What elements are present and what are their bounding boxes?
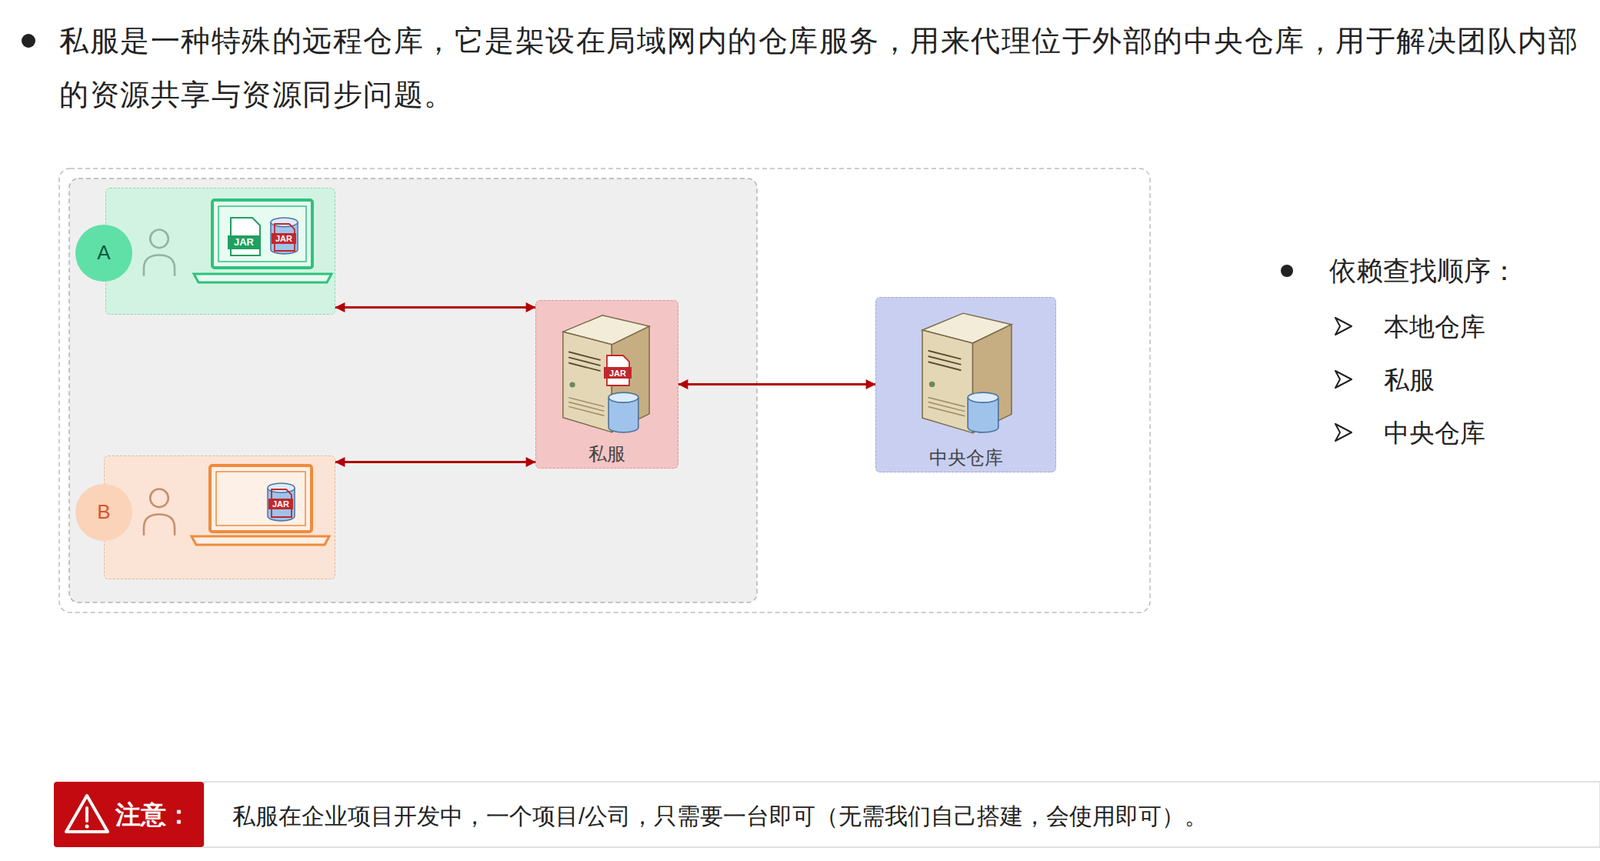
list-arrow [1335,423,1352,441]
lan-region [69,178,757,603]
note-text-box: 私服在企业项目开发中，一个项目/公司，只需要一台即可（无需我们自己搭建，会使用即… [232,801,1208,831]
note-tag [53,781,204,847]
jar-file-icon [606,355,630,386]
laptop-screen [218,206,307,262]
list-item-box: 中央仓库 [1383,416,1486,449]
note-bar [203,781,1600,847]
laptop-screen [212,200,313,268]
jar-file-icon [271,233,297,244]
badge-letter: A [96,240,110,265]
list-heading-box: 依赖查找顺序： [1329,253,1518,288]
list-item: 本地仓库 [1383,310,1486,343]
repository-name: 私服 [588,443,626,466]
jar-file-icon [227,235,260,250]
connector-arrow [335,460,536,464]
database-icon [608,392,639,433]
note-tag-text: 注意： [115,798,192,830]
connector-arrow [335,306,536,309]
jar-file-icon [603,366,632,379]
intro-text-box: 私服是一种特殊的远程仓库，它是架设在局域网内的仓库服务，用来代理位于外部的中央仓… [59,13,1598,122]
database-icon [967,392,999,433]
bullet-dot [1280,264,1294,277]
server-icon [922,313,1012,433]
file-tag-box: JAR [609,367,627,379]
laptop-screen [210,465,312,532]
user-icon [143,489,175,536]
badge-circle: A [75,224,133,282]
jar-file-icon [271,489,292,517]
laptop-screen [216,471,306,526]
file-tag-box: JAR [275,233,293,244]
intro-text: 私服是一种特殊的远程仓库，它是架设在局域网内的仓库服务，用来代理位于外部的中央仓… [59,13,1598,122]
badge-letter: B [96,500,110,524]
box-caption-row: 私服 [536,443,678,466]
list-heading: 依赖查找顺序： [1329,253,1518,288]
connector-arrow [678,383,876,386]
database-icon [270,217,298,254]
jar-file-icon [274,223,295,251]
warning-icon [66,795,108,832]
list-arrow [1335,317,1352,335]
box-caption-row: 中央仓库 [876,446,1056,470]
repository-name: 中央仓库 [929,446,1004,470]
file-tag: JAR [609,367,627,379]
note-tag-text-box: 注意： [115,798,192,830]
laptop-base [191,536,330,545]
list-item-box: 私服 [1383,363,1435,396]
file-tag-box: JAR [233,236,254,249]
bullet-dot [21,33,36,48]
warning-icon [85,807,89,821]
note-text: 私服在企业项目开发中，一个项目/公司，只需要一台即可（无需我们自己搭建，会使用即… [232,801,1208,831]
server-icon [563,315,650,433]
badge-circle: B [75,483,133,541]
file-tag: JAR [233,236,254,249]
list-item: 私服 [1383,363,1435,396]
outer-region [59,168,1150,613]
jar-file-icon [268,498,294,510]
warning-icon [85,824,90,829]
user-icon [143,230,175,277]
laptop-base [193,273,332,283]
list-item: 中央仓库 [1383,416,1486,449]
database-icon [267,483,295,521]
file-tag: JAR [272,498,290,510]
file-tag: JAR [275,233,293,244]
file-tag-box: JAR [272,498,290,510]
list-item-box: 本地仓库 [1383,310,1486,343]
list-arrow [1335,370,1352,388]
